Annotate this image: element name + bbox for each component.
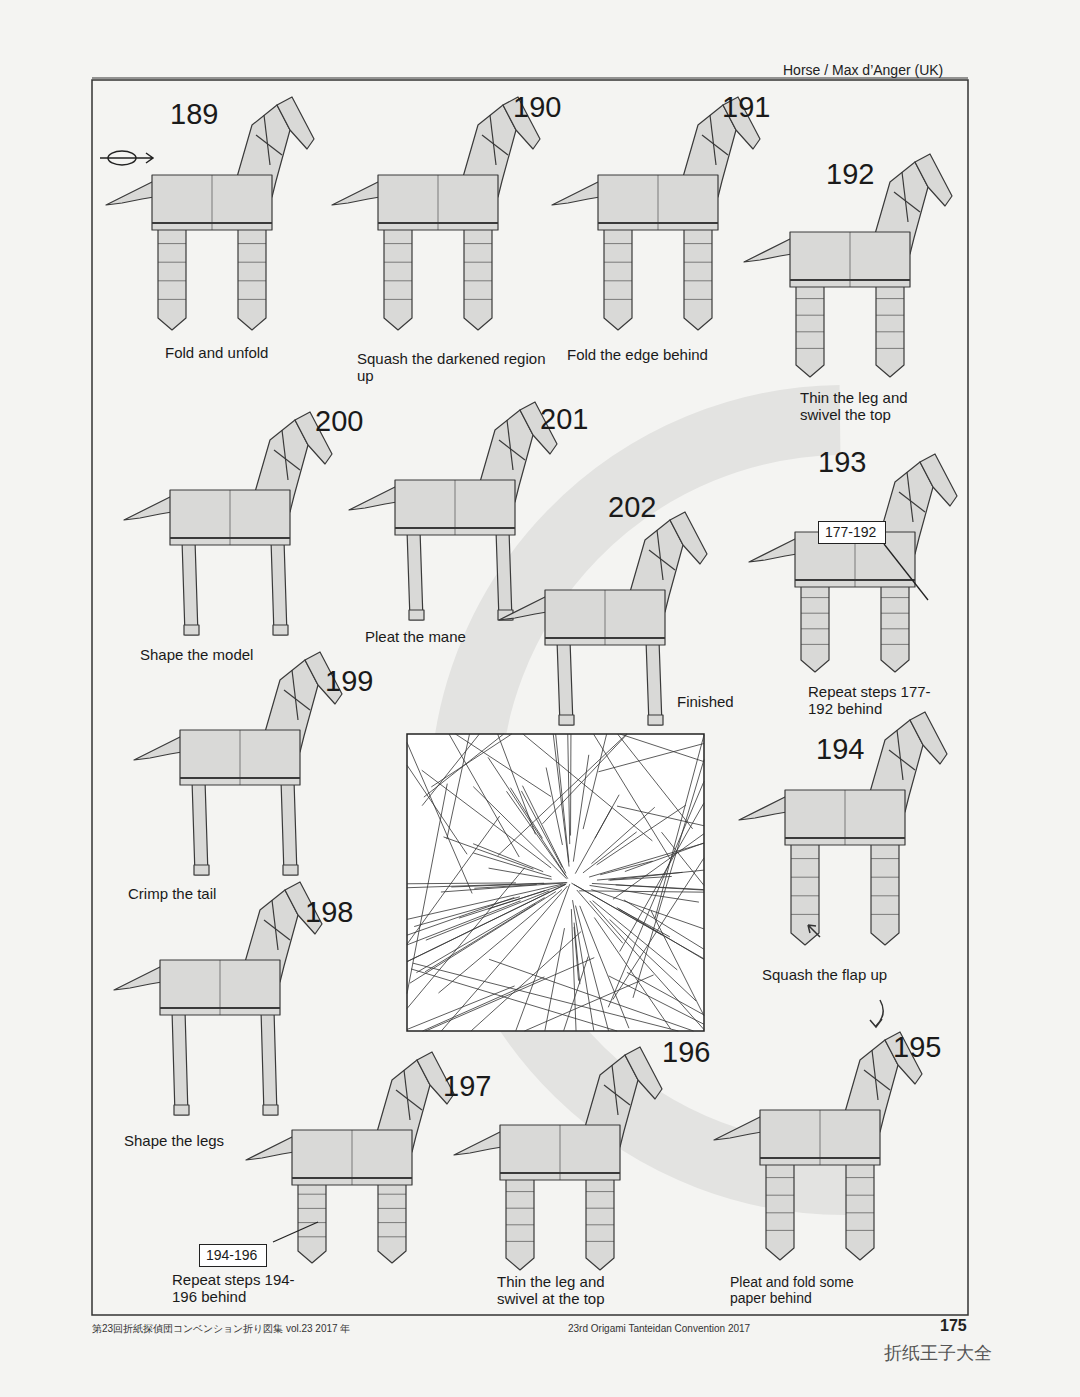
- step-number: 189: [170, 98, 218, 131]
- box-text: 177-192: [825, 524, 879, 540]
- step-number: 202: [608, 491, 656, 524]
- step-caption: Shape the legs: [124, 1132, 224, 1149]
- page-title: Horse / Max d’Anger (UK): [783, 62, 943, 78]
- step-number: 199: [325, 665, 373, 698]
- step-number: 190: [513, 91, 561, 124]
- step-number: 195: [893, 1031, 941, 1064]
- step-caption: Thin the leg and swivel at the top: [497, 1273, 632, 1308]
- step-caption: Repeat steps 177-192 behind: [808, 683, 943, 718]
- step-caption: Crimp the tail: [128, 885, 216, 902]
- step-range-box: 177-192: [818, 521, 886, 544]
- step-number: 201: [540, 403, 588, 436]
- watermark: 折纸王子大全: [884, 1343, 992, 1364]
- footer-text: 23rd Origami Tanteidan Convention 2017: [568, 1323, 750, 1335]
- step-caption: Fold and unfold: [165, 344, 268, 361]
- step-caption: Shape the model: [140, 646, 253, 663]
- step-caption: Repeat steps 194-196 behind: [172, 1271, 307, 1306]
- step-caption: Pleat and fold some paper behind: [730, 1274, 890, 1306]
- step-caption: Finished: [677, 693, 734, 710]
- crease-pattern: [407, 734, 704, 1031]
- step-caption: Squash the darkened region up: [357, 350, 547, 385]
- horse-figures: [106, 97, 957, 1270]
- step-number: 193: [818, 446, 866, 479]
- step-number: 198: [305, 896, 353, 929]
- step-caption: Fold the edge behind: [567, 346, 708, 363]
- page-frame: [92, 80, 968, 1315]
- step-caption: Thin the leg and swivel the top: [800, 389, 940, 424]
- box-text: 194-196: [206, 1247, 260, 1263]
- step-number: 191: [722, 91, 770, 124]
- step-caption: Squash the flap up: [762, 966, 887, 983]
- step-number: 194: [816, 733, 864, 766]
- step-number: 196: [662, 1036, 710, 1069]
- step-number: 197: [443, 1070, 491, 1103]
- page-number: 175: [940, 1317, 967, 1335]
- step-caption: Pleat the mane: [365, 628, 466, 645]
- footer-text: 第23回折紙探偵団コンベンション折り図集 vol.23 2017 年: [92, 1323, 350, 1335]
- leader-lines: [273, 544, 928, 1242]
- turn-over-symbol: [100, 151, 153, 165]
- step-range-box: 194-196: [199, 1244, 267, 1267]
- step-number: 192: [826, 158, 874, 191]
- step-number: 200: [315, 405, 363, 438]
